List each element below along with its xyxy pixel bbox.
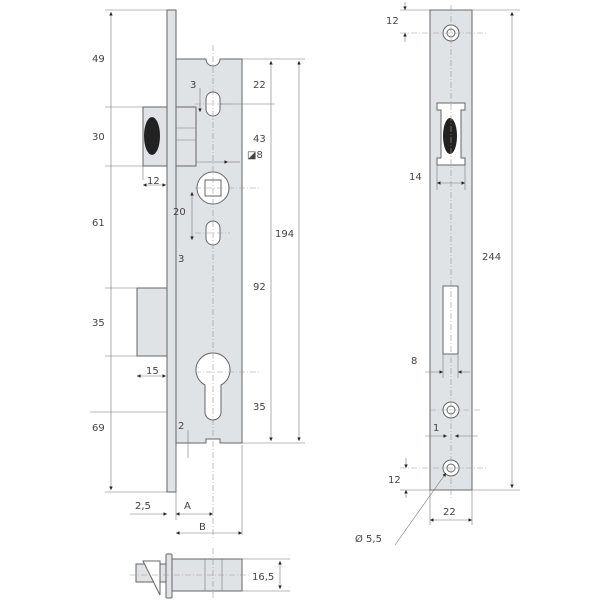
deadbolt	[136, 287, 168, 357]
latch-roller	[144, 117, 160, 155]
dim-hole-diameter: Ø 5,5	[355, 533, 382, 545]
dim-92: 92	[253, 282, 266, 293]
dim-22: 22	[253, 80, 266, 91]
dim-2-5: 2,5	[135, 501, 151, 512]
dim-49: 49	[92, 54, 105, 65]
dim-12-bottom: 12	[388, 475, 401, 486]
dim-B: B	[199, 522, 206, 533]
dim-20: 20	[173, 207, 186, 218]
latch-tail	[175, 106, 197, 167]
dim-A: A	[184, 501, 191, 512]
dim-2: 2	[178, 421, 184, 432]
dim-square-8: ◪8	[247, 150, 263, 161]
dim-16-5: 16,5	[252, 572, 274, 583]
dim-30: 30	[92, 132, 105, 143]
faceplate	[166, 9, 177, 493]
dim-15: 15	[146, 366, 159, 377]
dim-43: 43	[253, 134, 266, 145]
bottom-view: 16,5	[130, 548, 290, 600]
dim-194: 194	[275, 229, 294, 240]
dim-35-deadbolt: 35	[92, 318, 105, 329]
dim-8: 8	[411, 356, 417, 367]
dim-1: 1	[433, 423, 439, 434]
dim-14: 14	[409, 172, 422, 183]
dim-12-top: 12	[386, 16, 399, 27]
deadbolt-opening	[442, 285, 459, 355]
dim-61: 61	[92, 218, 105, 229]
dim-35-cylinder: 35	[253, 402, 266, 413]
dim-3-top: 3	[190, 80, 196, 91]
dim-244: 244	[482, 252, 501, 263]
dim-3-lower: 3	[178, 254, 184, 265]
dim-69: 69	[92, 423, 105, 434]
left-front-view: 49 30 12 61 35 15 69 3 22 43 ◪8 20 3 194…	[90, 9, 305, 540]
dim-22: 22	[443, 507, 456, 518]
right-strike-plate-view: 12 14 244 8 1 12 22 Ø 5,5	[355, 2, 520, 546]
dim-12: 12	[147, 176, 160, 187]
